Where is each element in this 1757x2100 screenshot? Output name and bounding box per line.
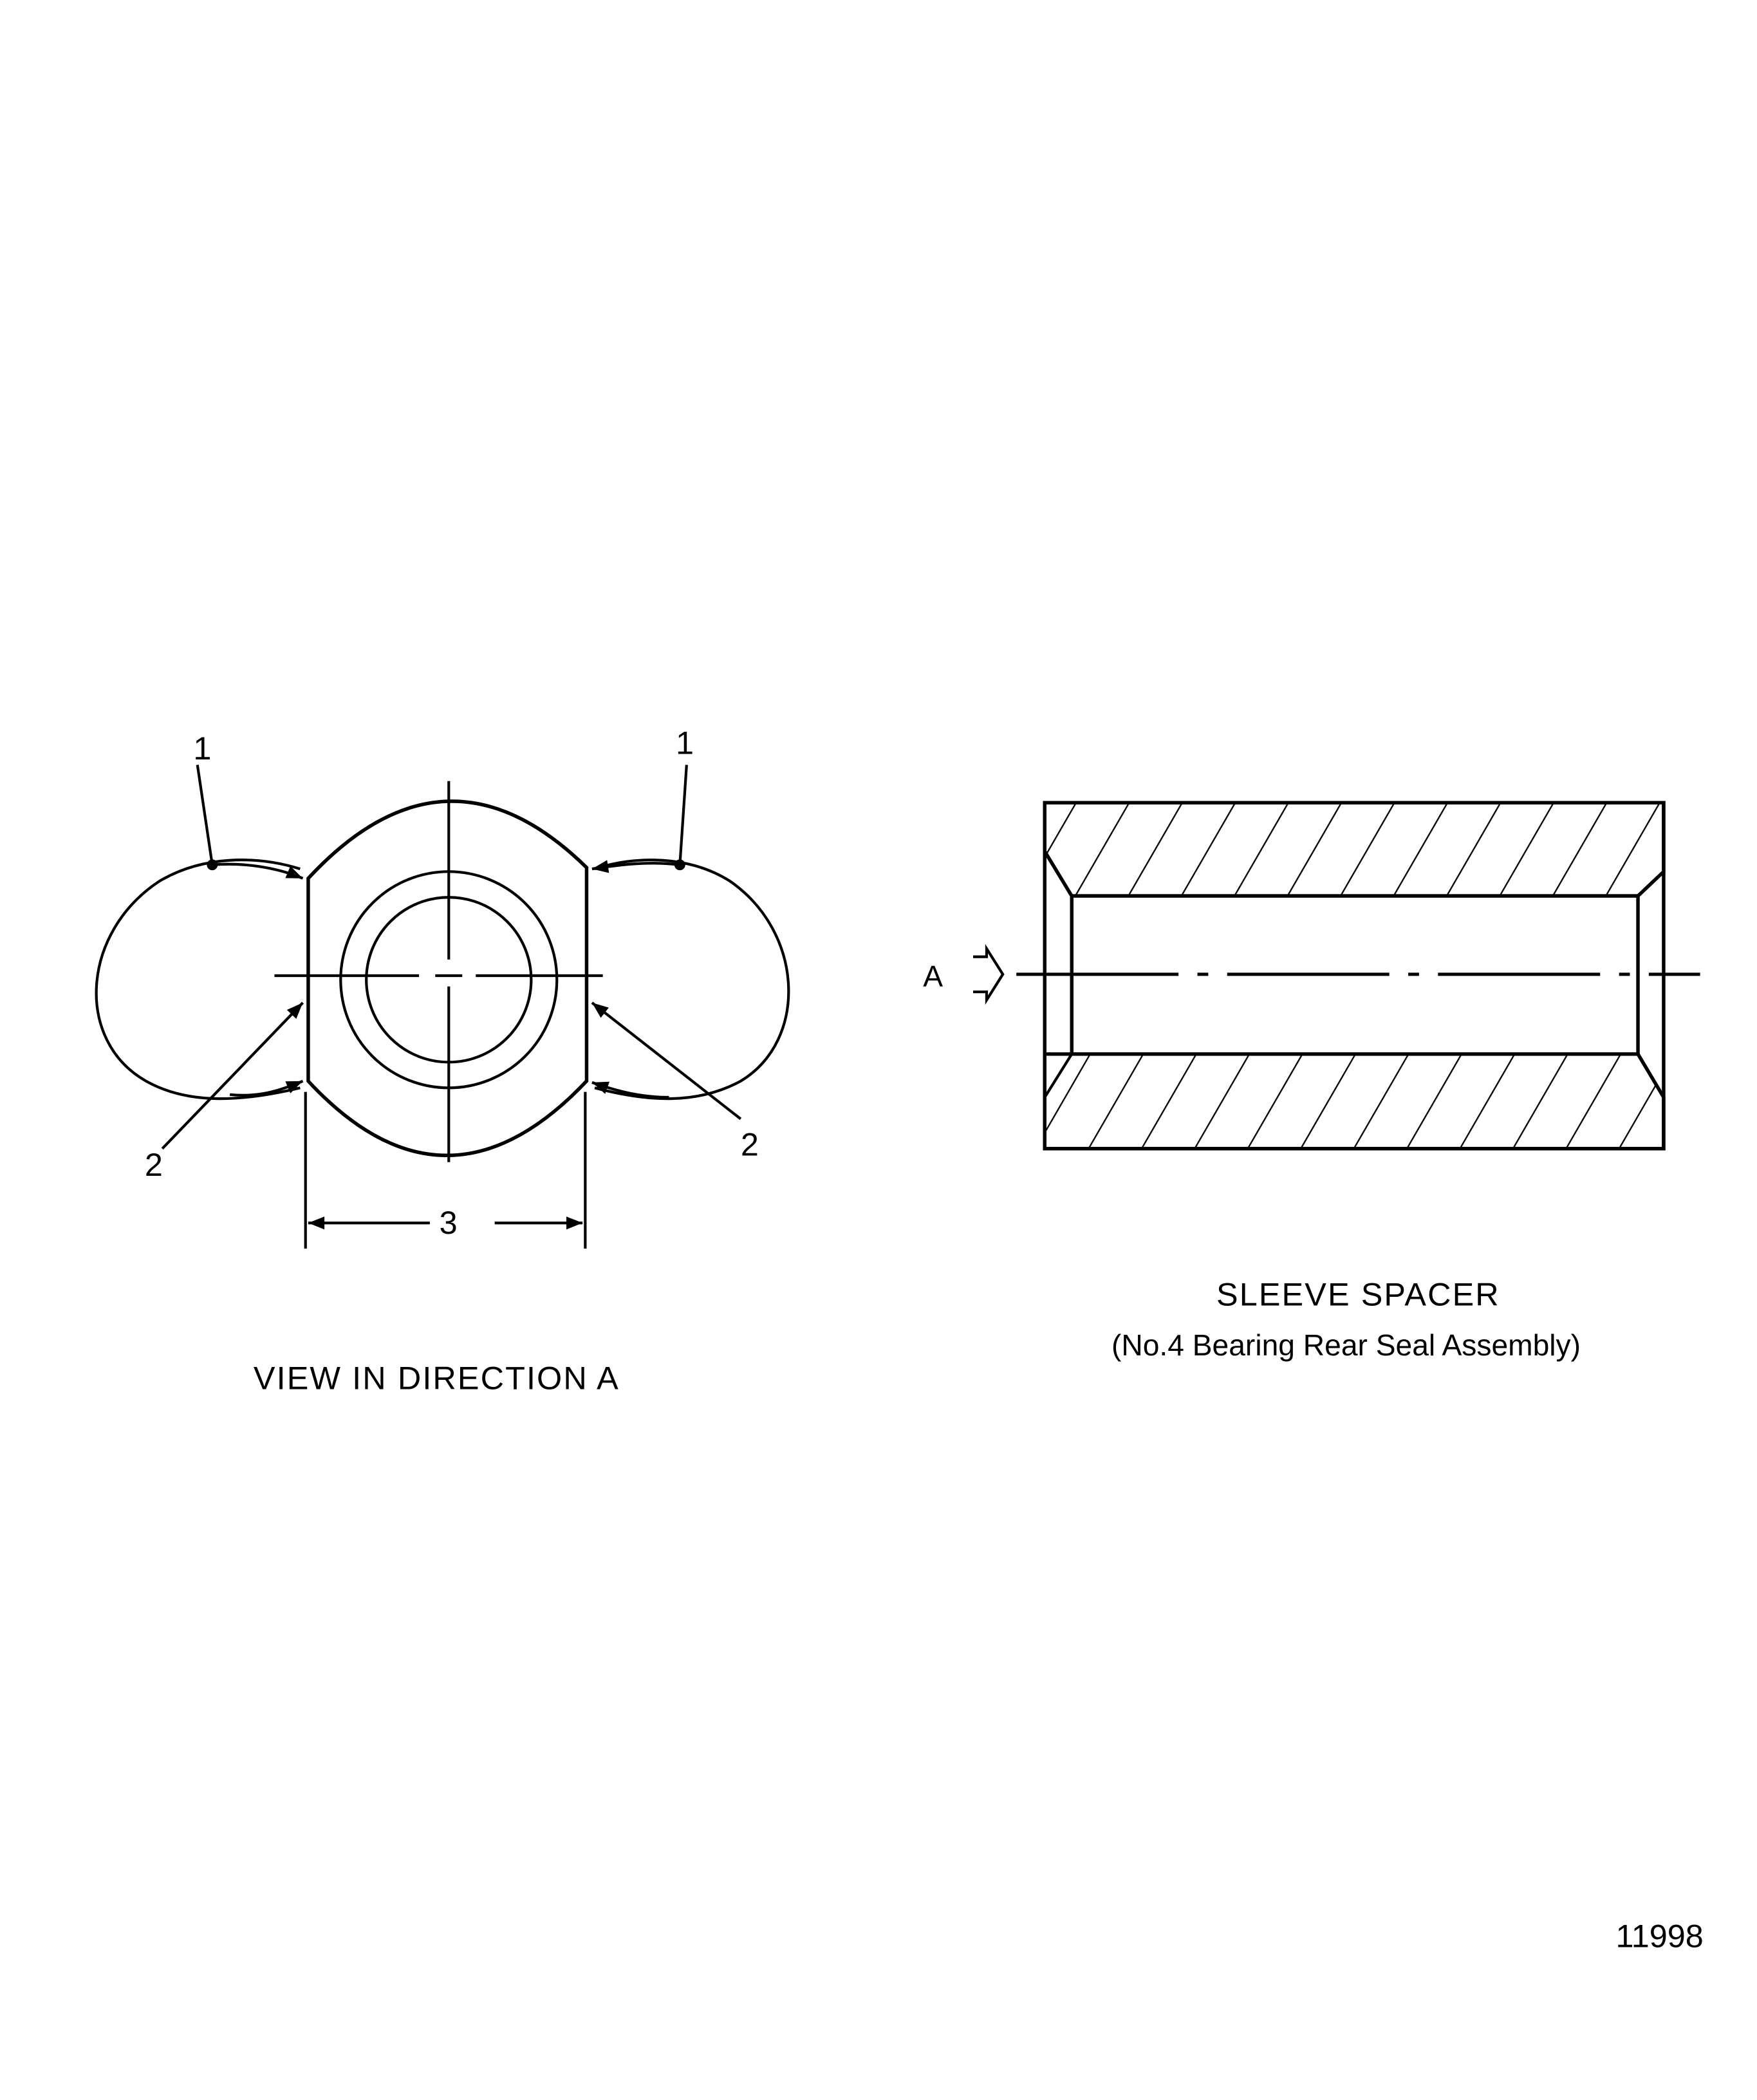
view-in-direction-a — [95, 765, 790, 1249]
callout-1-left: 1 — [193, 730, 211, 767]
callout-2-left: 2 — [145, 1146, 163, 1183]
sleeve-spacer-section — [972, 801, 1700, 1151]
right-view-title: SLEEVE SPACER — [1216, 1276, 1500, 1312]
left-lobe — [95, 859, 301, 1101]
right-view-subtitle: (No.4 Bearing Rear Seal Assembly) — [1111, 1328, 1581, 1362]
direction-a-label: A — [923, 960, 943, 993]
left-view-title: VIEW IN DIRECTION A — [254, 1360, 620, 1397]
callout-1-right: 1 — [676, 725, 694, 761]
body-outline — [306, 799, 589, 1158]
upper-wall-hatch — [1043, 801, 1666, 898]
callout-2-right: 2 — [741, 1126, 759, 1162]
dimension-3-label: 3 — [440, 1204, 458, 1241]
figure-number: 11998 — [1615, 1918, 1703, 1955]
right-lobe — [594, 859, 790, 1101]
lower-wall-hatch — [1043, 1052, 1666, 1151]
direction-a-arrow-icon — [972, 943, 1005, 1005]
